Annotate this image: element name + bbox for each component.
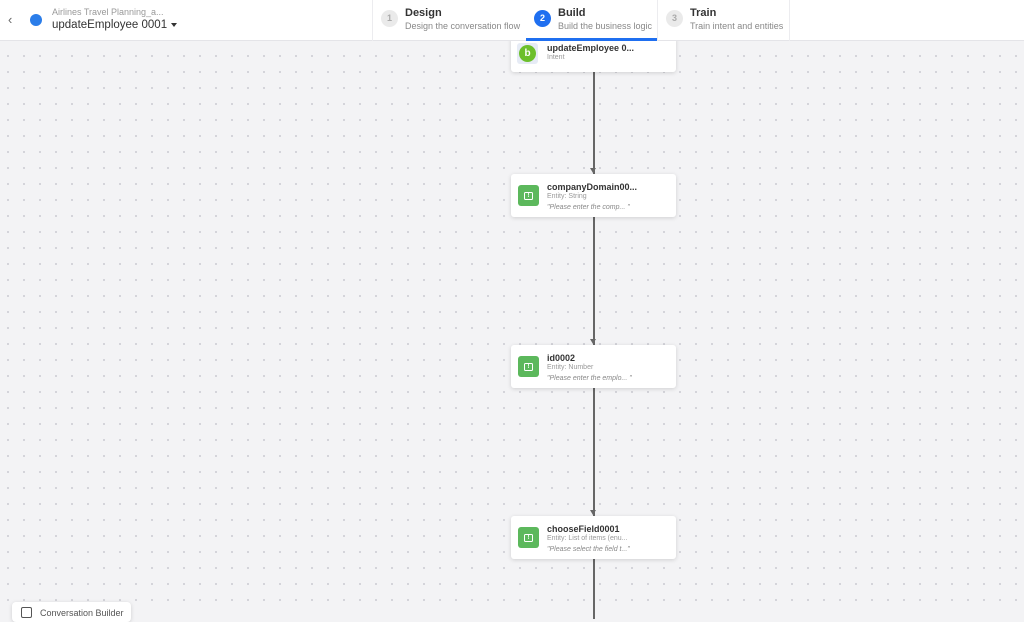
panel-icon (21, 607, 32, 618)
entity-node[interactable]: ! chooseField0001 Entity: List of items … (511, 516, 676, 559)
arrow-down-icon (590, 510, 596, 515)
node-type: Intent (547, 54, 565, 61)
node-type: Entity: List of items (enu... (547, 535, 628, 542)
step-number: 1 (381, 10, 398, 27)
app-logo-icon (30, 14, 42, 26)
entity-node[interactable]: ! id0002 Entity: Number "Please enter th… (511, 345, 676, 388)
divider (657, 0, 658, 41)
step-subtitle: Train intent and entities (690, 21, 784, 31)
entity-node[interactable]: ! companyDomain00... Entity: String "Ple… (511, 174, 676, 217)
intent-node[interactable]: b updateEmployee 0... Intent (511, 38, 676, 72)
arrow-down-icon (590, 339, 596, 344)
node-prompt: "Please select the field t..." (547, 546, 630, 553)
node-title: updateEmployee 0... (547, 43, 635, 53)
step-number: 2 (534, 10, 551, 27)
node-title: id0002 (547, 353, 576, 363)
step-title: Train (690, 7, 717, 19)
node-title: companyDomain00... (547, 182, 638, 192)
app-name: Airlines Travel Planning_a... (52, 7, 164, 17)
step-title: Build (558, 7, 586, 19)
step-number: 3 (666, 10, 683, 27)
arrow-down-icon (590, 168, 596, 173)
active-tab-indicator (526, 38, 657, 41)
connector (593, 72, 595, 174)
conversation-builder-button[interactable]: Conversation Builder (12, 602, 131, 622)
connector (593, 217, 595, 345)
node-prompt: "Please enter the comp... " (547, 204, 630, 211)
tab-build[interactable]: 2 Build Build the business logic (526, 0, 657, 41)
step-subtitle: Build the business logic (558, 21, 653, 31)
flow-selector[interactable]: updateEmployee 0001 (52, 19, 178, 31)
connector (593, 388, 595, 516)
entity-message-icon: ! (518, 356, 539, 377)
caret-down-icon (171, 22, 178, 27)
divider (372, 0, 373, 41)
node-prompt: "Please enter the emplo... " (547, 375, 632, 382)
step-title: Design (405, 7, 442, 19)
top-header: ‹ Airlines Travel Planning_a... updateEm… (0, 0, 1024, 41)
intent-icon: b (517, 43, 538, 64)
entity-message-icon: ! (518, 527, 539, 548)
step-subtitle: Design the conversation flow (405, 21, 521, 31)
flow-name: updateEmployee 0001 (52, 19, 168, 31)
conversation-builder-label: Conversation Builder (40, 608, 124, 618)
node-type: Entity: Number (547, 364, 594, 371)
node-type: Entity: String (547, 193, 587, 200)
tab-design[interactable]: 1 Design Design the conversation flow (373, 0, 526, 41)
node-title: chooseField0001 (547, 524, 620, 534)
entity-message-icon: ! (518, 185, 539, 206)
back-chevron-icon[interactable]: ‹ (8, 12, 13, 27)
connector (593, 559, 595, 619)
divider (789, 0, 790, 41)
tab-train[interactable]: 3 Train Train intent and entities (658, 0, 789, 41)
